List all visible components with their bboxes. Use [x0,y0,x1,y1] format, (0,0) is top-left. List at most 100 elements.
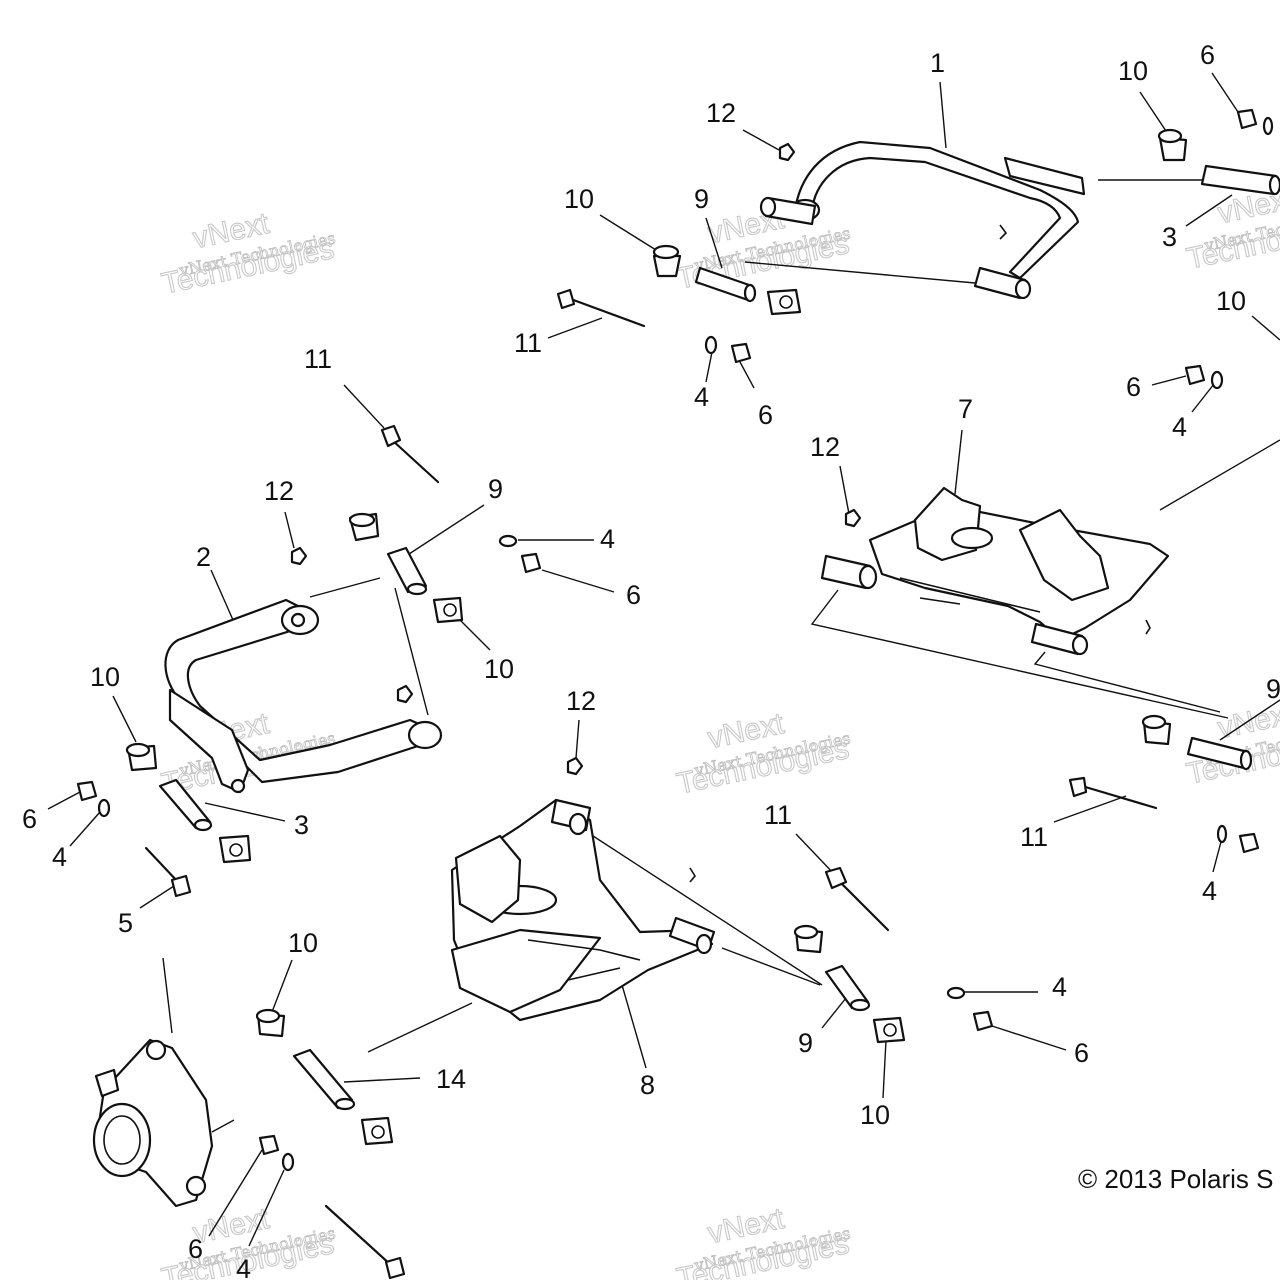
bolt-11-c [1068,776,1158,810]
callout: 9 [1266,674,1280,704]
bushing-10-e [432,596,464,624]
fitting-12-d [396,684,414,704]
bushing-10-b [652,244,682,278]
fitting-12-c [290,546,308,566]
bushing-10-d [348,512,380,542]
bushing-10-g [218,834,252,864]
nut-6-d [520,552,542,574]
callout: 4 [236,1254,251,1280]
callout: 10 [1118,56,1148,86]
watermark-8: vNext vNext Technologies Technologies [673,1201,852,1280]
bushing-10-i [793,924,824,954]
nut-6-f [1238,832,1260,854]
callout: 4 [1202,876,1217,906]
callouts: 1 10 6 12 10 9 11 3 10 4 6 6 4 11 7 12 1… [22,40,1280,1280]
nut-6-b [730,342,752,364]
callout: 1 [930,48,945,78]
washer-4-b [704,335,718,355]
washer-4-g [946,986,966,1000]
washer-4-e [97,798,111,818]
sleeve-3-b [158,778,213,832]
a-arm-part-7 [820,486,1170,656]
callout: 12 [264,476,294,506]
sleeve-9-b [386,546,428,596]
explode-lines [162,179,1280,1133]
a-arm-part-8 [450,798,716,1022]
watermark-1: vNext vNext Technologies Technologies [158,206,337,301]
callout: 6 [1126,372,1141,402]
callout: 10 [1216,286,1246,316]
sleeve-9-c [1186,736,1253,771]
callout: 4 [52,842,67,872]
callout: 6 [626,580,641,610]
washer-4-a [1262,116,1274,136]
fitting-12-b [844,508,862,528]
callout: 3 [1162,222,1177,252]
nut-6-c [1184,364,1206,386]
bushing-10-j [872,1016,906,1044]
bushing-10-h [1141,714,1172,746]
bushing-10-a [1157,128,1188,162]
nut-6-g [972,1010,994,1032]
callout: 9 [798,1028,813,1058]
callout: 12 [566,686,596,716]
fitting-12-e [566,756,584,776]
washer-4-d [498,534,518,548]
bushing-10-c [766,288,802,316]
sleeve-14 [292,1048,356,1111]
callout: 11 [514,328,542,358]
sleeve-9-a [694,266,757,303]
callout: 6 [22,804,37,834]
leader-lines [47,72,1280,1247]
callout: 6 [1074,1038,1089,1068]
washer-4-h [281,1152,295,1172]
nut-6-e [76,780,98,802]
callout: 10 [564,184,594,214]
sleeve-3-a [1200,164,1280,196]
callout: 4 [1172,412,1187,442]
callout: 11 [304,344,332,374]
washer-4-f [1216,824,1228,844]
callout: 4 [694,382,709,412]
bolt-11-b [380,424,440,484]
callout: 12 [810,432,840,462]
nut-6-h [258,1134,280,1156]
callout: 8 [640,1070,655,1100]
callout: 2 [196,542,211,572]
callout: 4 [600,524,615,554]
callout: 3 [294,810,309,840]
bearing-carrier [92,1038,214,1208]
sleeve-9-d [824,964,871,1012]
callout: 6 [188,1234,203,1264]
callout: 10 [288,928,318,958]
copyright-notice: © 2013 Polaris S [1078,1164,1274,1194]
a-arm-part-2 [164,598,443,794]
fitting-12-a [778,142,796,162]
bushing-10-k [255,1008,286,1038]
callout: 6 [758,400,773,430]
callout: 9 [694,184,709,214]
callout: 11 [1020,822,1048,852]
callout: 6 [1200,40,1215,70]
bolt-11-d [824,866,890,932]
callout: 11 [764,800,792,830]
callout: 9 [488,474,503,504]
bushing-10-f [125,742,158,772]
nut-6-a [1236,108,1258,130]
callout: 10 [484,654,514,684]
washer-4-c [1210,370,1224,390]
callout: 12 [706,98,736,128]
bolt-bottom [324,1204,406,1280]
callout: 10 [860,1100,890,1130]
callout: 5 [118,908,133,938]
callout: 7 [958,394,973,424]
a-arm-part-1 [759,140,1086,300]
callout: 10 [90,662,120,692]
bolt-5 [144,846,192,898]
bolt-11-a [556,288,646,328]
callout: 14 [436,1064,466,1094]
watermark-4: vNext vNext Technologies Technologies [673,706,852,801]
callout: 4 [1052,972,1067,1002]
bushing-10-l [360,1116,394,1146]
